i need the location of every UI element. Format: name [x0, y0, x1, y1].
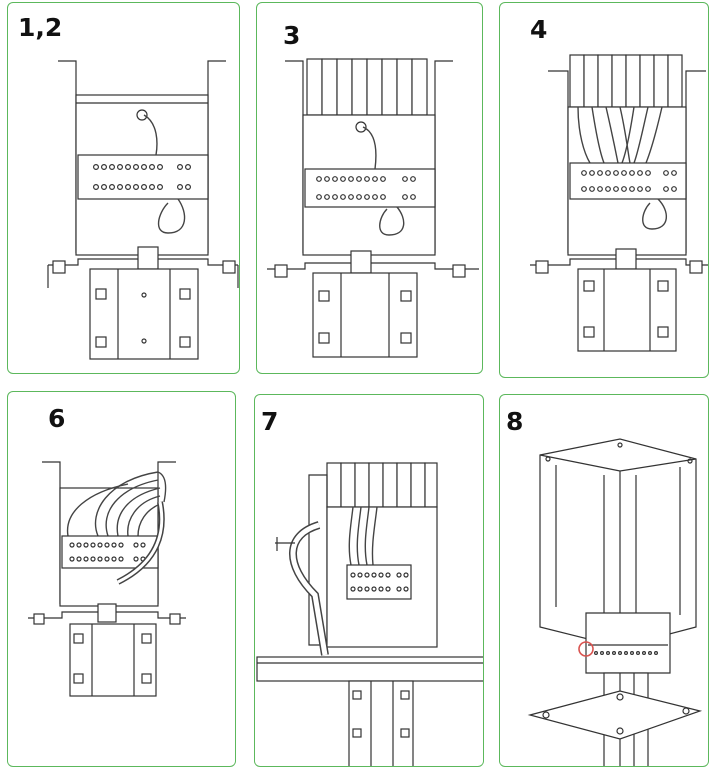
enclosure-diagram-cover: [527, 438, 703, 766]
step-number: 6: [48, 404, 66, 433]
step-panel-4: 4: [499, 2, 709, 378]
enclosure-diagram-side-view: [256, 462, 483, 766]
step-panel-1-2: 1,2: [7, 2, 240, 374]
step-number: 3: [283, 21, 301, 50]
step-number: 8: [506, 407, 524, 436]
step-number: 7: [261, 407, 279, 436]
step-panel-8: 8: [499, 394, 709, 767]
enclosure-diagram-base: [47, 60, 239, 360]
enclosure-diagram-cable: [28, 461, 186, 697]
step-panel-3: 3: [256, 2, 483, 374]
step-number: 4: [530, 15, 548, 44]
step-panel-6: 6: [7, 391, 236, 767]
enclosure-diagram-wired: [530, 54, 708, 352]
enclosure-diagram-breakers: [267, 58, 479, 358]
step-panel-7: 7: [254, 394, 484, 767]
step-number: 1,2: [18, 13, 63, 42]
